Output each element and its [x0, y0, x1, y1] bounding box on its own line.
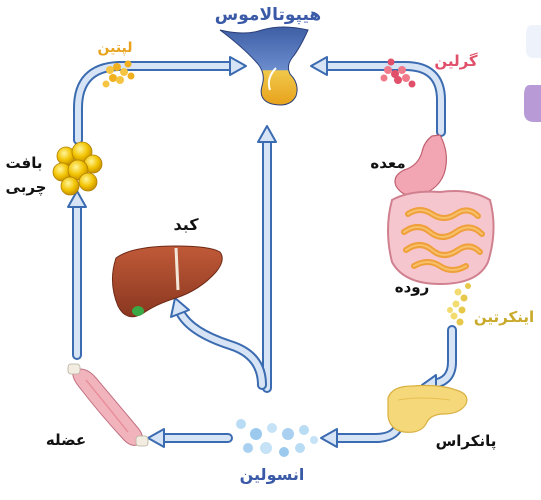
pancreas-label: پانکراس [436, 432, 497, 451]
stomach-illustration [394, 134, 447, 197]
liver-illustration [112, 245, 223, 318]
incretin-label: اینکرتین [474, 308, 534, 326]
arrowhead [67, 190, 87, 208]
liver-label: کبد [173, 215, 199, 234]
ghrelin-label: گرلین [434, 52, 478, 70]
ghrelin-molecules [380, 58, 416, 88]
leptin-label: لپتین [98, 40, 133, 56]
adipose-tissue-illustration [52, 141, 103, 196]
insulin-label: انسولین [240, 465, 305, 484]
arrowhead [310, 56, 328, 76]
intestine-illustration [387, 190, 495, 286]
muscle-illustration [67, 363, 149, 447]
hypothalamus-label: هیپوتالاموس [215, 5, 321, 25]
arrowhead [147, 428, 165, 448]
pancreas-illustration [387, 384, 468, 433]
arrow-fat-to-hypothalamus [73, 61, 237, 145]
arrowhead [320, 428, 338, 448]
stomach-label: معده [370, 154, 405, 172]
arrowhead [170, 297, 190, 318]
arrowhead [257, 125, 277, 143]
adipose-label-line2: چربی [6, 178, 47, 197]
incretin-molecules [447, 283, 471, 326]
arrowhead [229, 56, 247, 76]
hypothalamus-illustration [219, 26, 309, 106]
leptin-molecules [102, 60, 135, 88]
background-watermark [524, 25, 541, 122]
arrows [67, 56, 457, 448]
insulin-molecules [236, 419, 318, 457]
muscle-label: عضله [46, 431, 86, 449]
adipose-label-line1: بافت [6, 154, 43, 172]
intestine-label: روده [395, 278, 430, 296]
